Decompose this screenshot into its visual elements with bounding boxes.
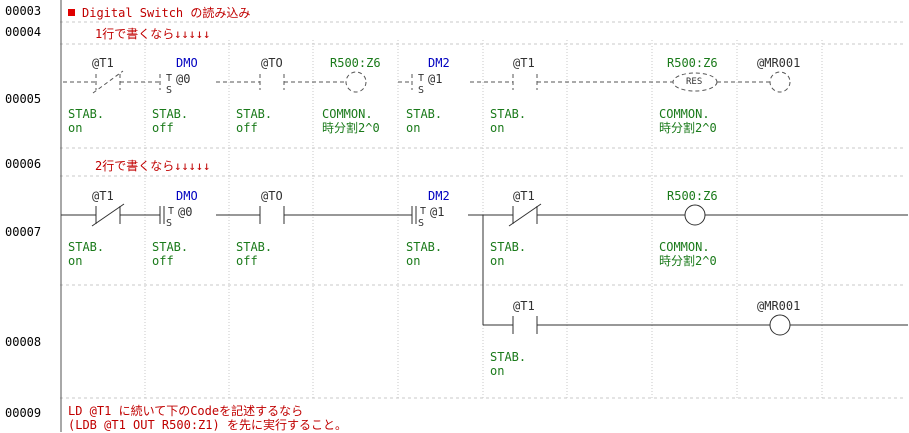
contact-sub: @0 — [178, 205, 193, 219]
device-comment: COMMON. — [659, 240, 710, 254]
t-marker: T — [166, 73, 173, 84]
device-comment: on — [68, 254, 83, 268]
row-number: 00006 — [5, 157, 42, 171]
rung-5 — [63, 70, 791, 94]
contact-device[interactable]: DM2 — [428, 56, 450, 70]
s-marker: S — [166, 218, 173, 229]
contact-sub: @1 — [430, 205, 445, 219]
coil-device[interactable]: R500:Z6 — [667, 189, 718, 203]
coil-device[interactable]: R500:Z6 — [330, 56, 381, 70]
row-number: 00003 — [5, 4, 42, 18]
rung-7-dm-bars — [163, 206, 417, 224]
device-comment: off — [152, 121, 174, 135]
contact-device[interactable]: DMO — [176, 56, 198, 70]
device-comment: STAB. — [490, 240, 527, 254]
device-comment: STAB. — [406, 107, 443, 121]
device-comment: STAB. — [406, 240, 443, 254]
device-comment: STAB. — [68, 107, 105, 121]
s-marker: S — [418, 85, 425, 96]
s-marker: S — [418, 218, 425, 229]
row-number: 00008 — [5, 335, 42, 349]
contact-device[interactable]: @TO — [261, 56, 283, 70]
comment-one-line[interactable]: 1行で書くなら↓↓↓↓↓ — [95, 27, 211, 41]
device-comment: STAB. — [490, 350, 527, 364]
rung-7 — [61, 203, 908, 336]
device-comment: on — [406, 254, 421, 268]
device-comment: off — [236, 254, 258, 268]
device-comment: STAB. — [152, 107, 189, 121]
device-comment: COMMON. — [322, 107, 373, 121]
contact-sub: @0 — [176, 72, 191, 86]
device-comment: off — [152, 254, 174, 268]
device-comment: on — [490, 364, 505, 378]
contact-device[interactable]: DMO — [176, 189, 198, 203]
device-comment: on — [68, 121, 83, 135]
comment-title[interactable]: Digital Switch の読み込み — [82, 6, 251, 20]
s-marker: S — [166, 85, 173, 96]
device-comment: COMMON. — [659, 107, 710, 121]
contact-device[interactable]: @T1 — [513, 56, 535, 70]
device-comment: STAB. — [236, 107, 273, 121]
device-comment: 時分割2^0 — [659, 254, 717, 268]
device-comment: on — [490, 254, 505, 268]
device-comment: on — [406, 121, 421, 135]
device-comment: STAB. — [152, 240, 189, 254]
row-number: 00007 — [5, 225, 42, 239]
comment-marker-icon — [68, 9, 75, 16]
contact-device[interactable]: @T1 — [513, 189, 535, 203]
comment-note-1[interactable]: LD @T1 に続いて下のCodeを記述するなら — [68, 404, 304, 418]
device-comment: STAB. — [68, 240, 105, 254]
device-comment: STAB. — [490, 107, 527, 121]
row-number-gutter: 00003 00004 00005 00006 00007 00008 0000… — [0, 0, 60, 432]
reset-marker: RES — [686, 77, 703, 87]
contact-device[interactable]: @T1 — [513, 299, 535, 313]
row-number: 00009 — [5, 406, 42, 420]
t-marker: T — [168, 206, 175, 217]
row-number: 00004 — [5, 25, 42, 39]
t-marker: T — [420, 206, 427, 217]
device-comment: 時分割2^0 — [659, 121, 717, 135]
device-comment: off — [236, 121, 258, 135]
device-comment: STAB. — [236, 240, 273, 254]
contact-sub: @1 — [428, 72, 443, 86]
contact-device[interactable]: @T1 — [92, 56, 114, 70]
device-comment: 時分割2^0 — [322, 121, 380, 135]
device-comment: on — [490, 121, 505, 135]
contact-device[interactable]: DM2 — [428, 189, 450, 203]
coil-device[interactable]: R500:Z6 — [667, 56, 718, 70]
coil-device[interactable]: @MR001 — [757, 299, 801, 313]
comment-note-2[interactable]: (LDB @T1 OUT R500:Z1) を先に実行すること。 — [68, 418, 347, 432]
coil-device[interactable]: @MR001 — [757, 56, 801, 70]
comment-two-line[interactable]: 2行で書くなら↓↓↓↓↓ — [95, 159, 211, 173]
contact-device[interactable]: @TO — [261, 189, 283, 203]
row-number: 00005 — [5, 92, 42, 106]
t-marker: T — [418, 73, 425, 84]
contact-device[interactable]: @T1 — [92, 189, 114, 203]
